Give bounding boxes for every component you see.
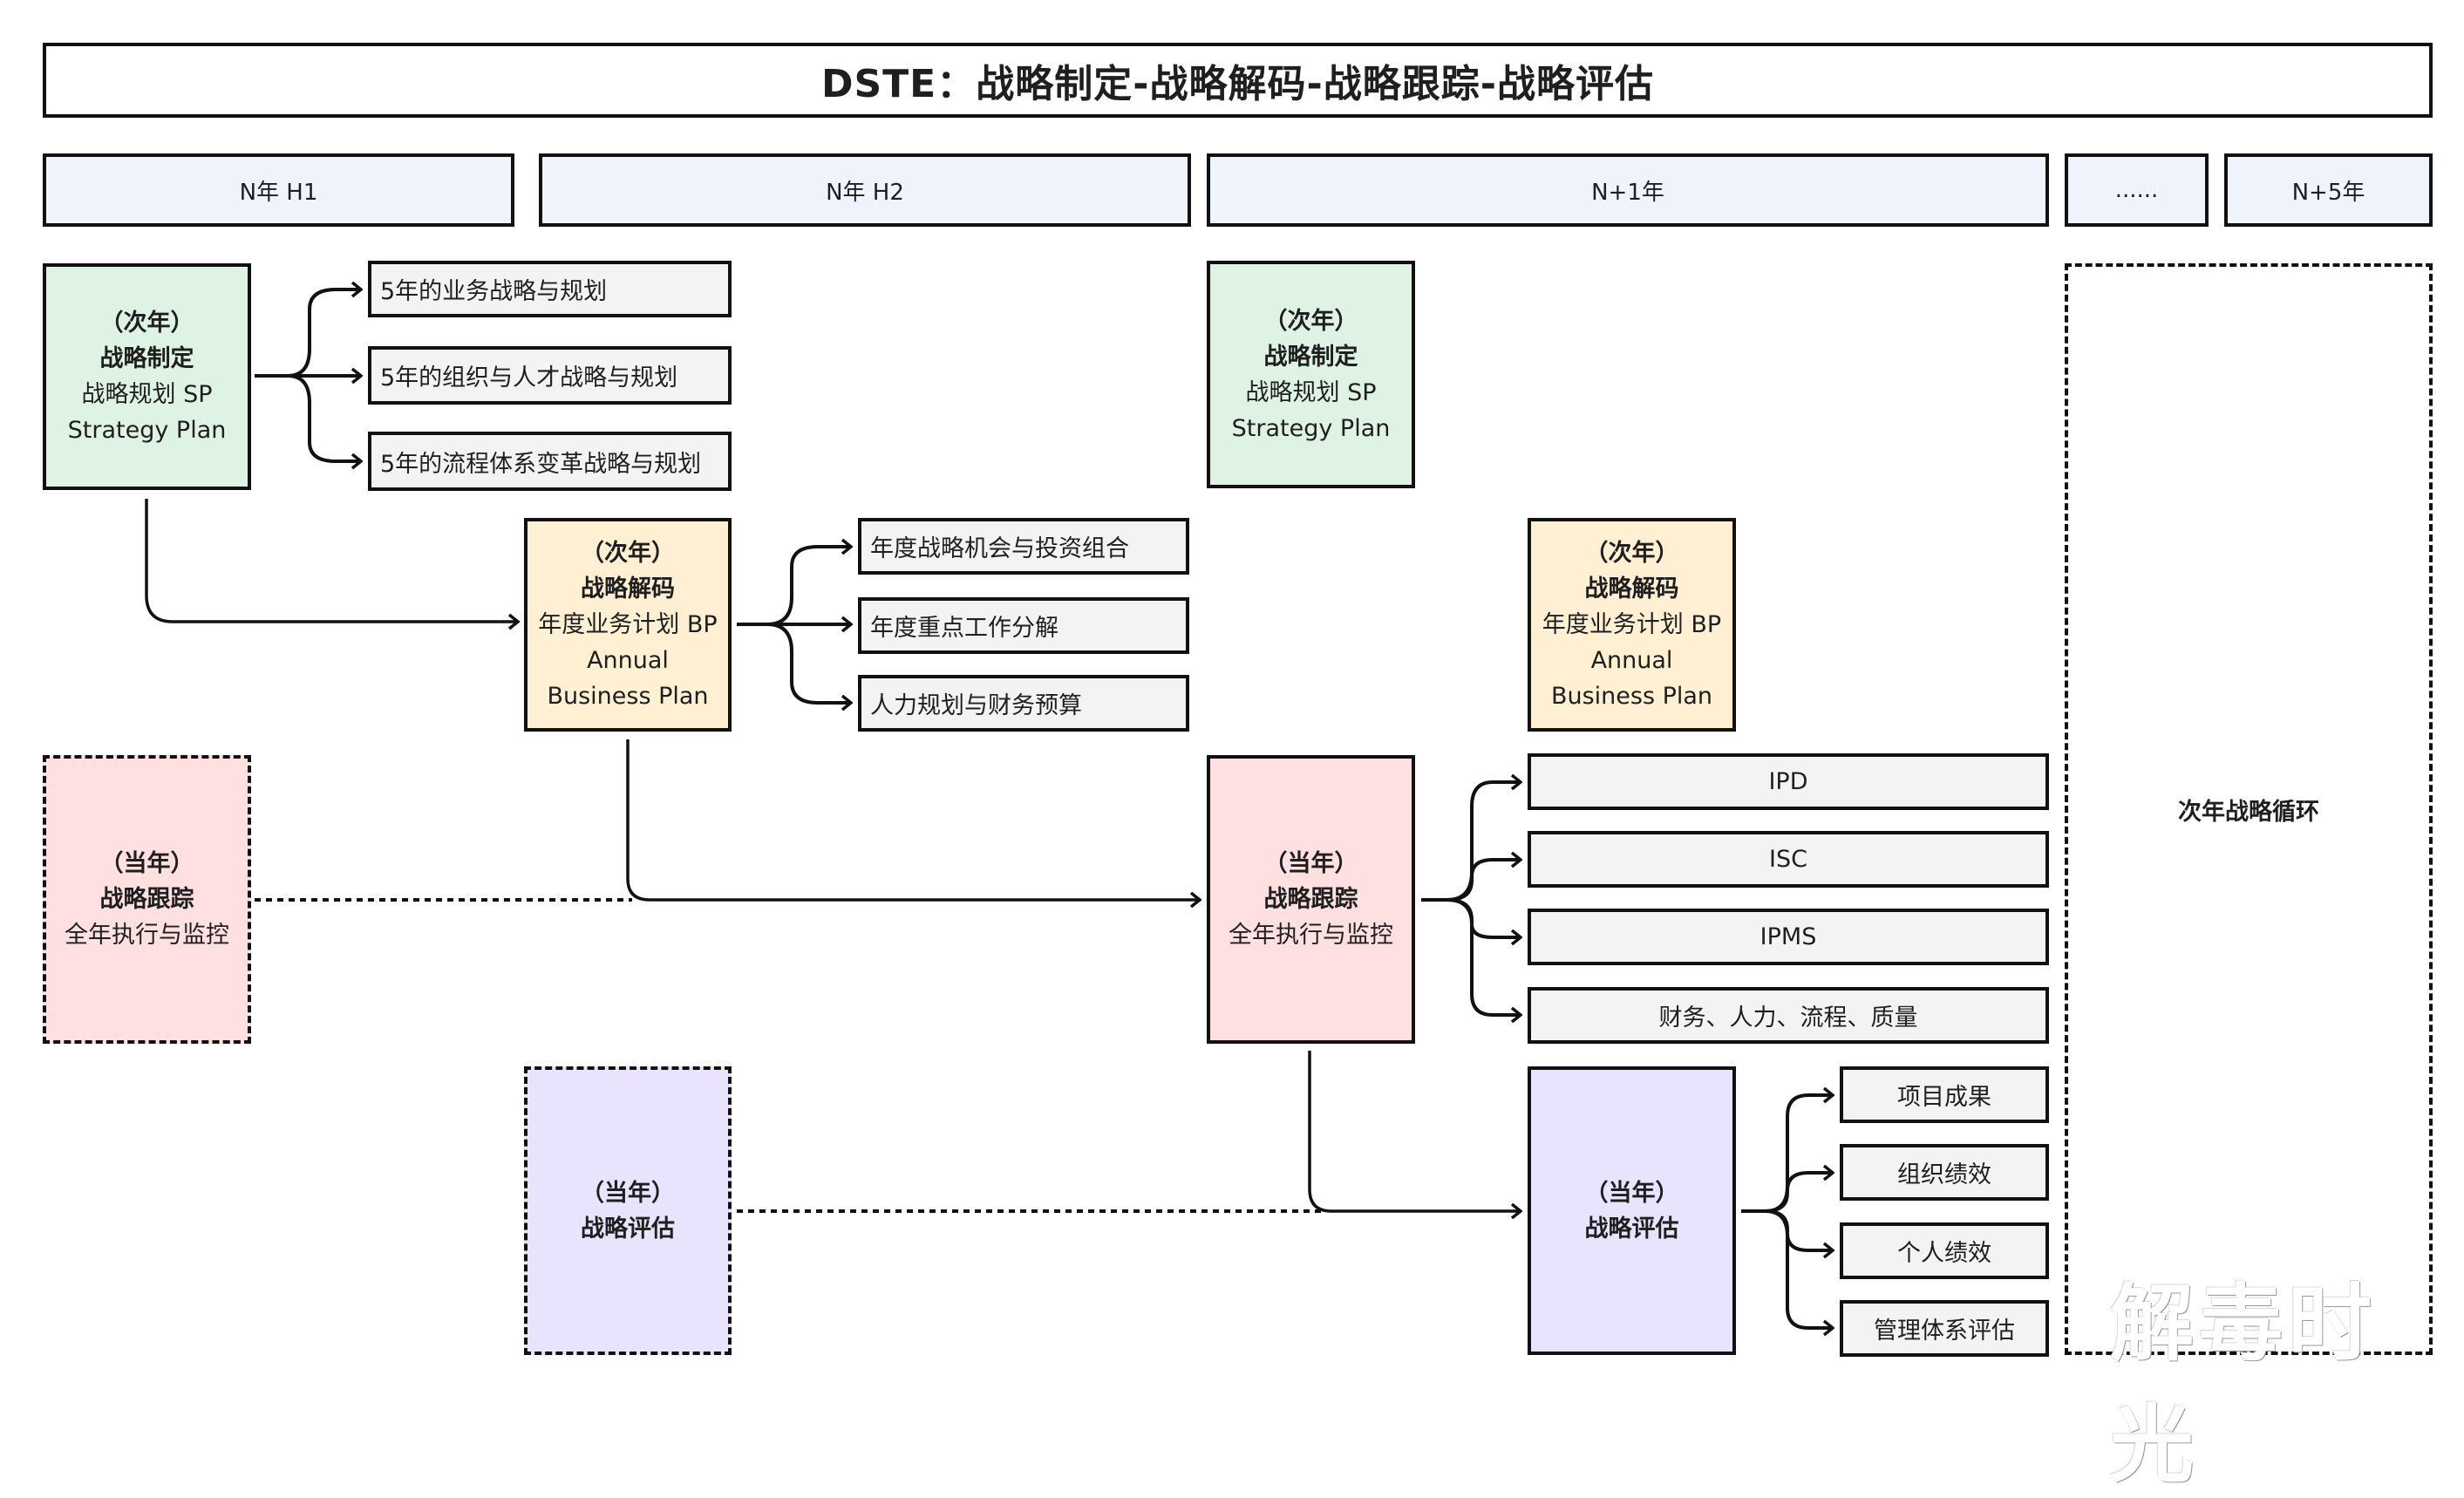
- timeline-n-plus-5: N+5年: [2224, 153, 2433, 227]
- timeline-ellipsis: ......: [2065, 153, 2209, 227]
- diagram-title-box: DSTE：战略制定-战略解码-战略跟踪-战略评估: [43, 43, 2433, 118]
- node-strategy-formulation-n1[interactable]: （次年） 战略制定 战略规划 SP Strategy Plan: [1207, 261, 1415, 488]
- node-line: Strategy Plan: [67, 417, 227, 444]
- brace-sp-items: [255, 289, 361, 461]
- connector-tracking-to-eval: [1308, 1051, 1521, 1211]
- node-strategy-evaluation-n1[interactable]: （当年） 战略评估: [1528, 1066, 1736, 1355]
- sp-item-3[interactable]: 5年的流程体系变革战略与规划: [368, 432, 732, 491]
- timeline-label: N年 H1: [239, 179, 318, 206]
- bp-item-3[interactable]: 人力规划与财务预算: [858, 675, 1189, 732]
- node-strategy-tracking-n1[interactable]: （当年） 战略跟踪 全年执行与监控: [1207, 755, 1415, 1044]
- bp-item-2[interactable]: 年度重点工作分解: [858, 597, 1189, 654]
- node-name: 战略制定: [1263, 343, 1358, 371]
- brace-bp-items: [737, 547, 851, 703]
- connector-sp-to-bp: [145, 499, 518, 622]
- node-name: 战略解码: [1584, 575, 1679, 603]
- watermark: 解毒时光: [2110, 1275, 2377, 1494]
- item-label: 财务、人力、流程、质量: [1658, 1004, 1918, 1032]
- item-label: 人力规划与财务预算: [870, 692, 1082, 719]
- node-strategy-formulation-n[interactable]: （次年） 战略制定 战略规划 SP Strategy Plan: [43, 263, 251, 490]
- next-cycle-label: 次年战略循环: [2178, 798, 2319, 826]
- connector-tracking-item-1: [1446, 782, 1521, 902]
- connector-bp-to-tracking: [626, 739, 1200, 900]
- node-name: 战略制定: [99, 345, 194, 372]
- node-line: Annual: [587, 647, 669, 674]
- node-line: 战略规划 SP: [81, 381, 213, 408]
- connector-eval-item-4: [1765, 1209, 1833, 1328]
- item-label: IPD: [1768, 768, 1808, 795]
- node-strategy-tracking-current[interactable]: （当年） 战略跟踪 全年执行与监控: [43, 755, 251, 1044]
- node-strategy-evaluation-current[interactable]: （当年） 战略评估: [524, 1066, 732, 1355]
- bp-item-1[interactable]: 年度战略机会与投资组合: [858, 518, 1189, 575]
- node-strategy-decoding-n1[interactable]: （次年） 战略解码 年度业务计划 BP Annual Business Plan: [1528, 518, 1736, 732]
- node-tag: （次年）: [1263, 307, 1358, 335]
- node-line: 全年执行与监控: [65, 922, 229, 949]
- brace-tracking-items: [1421, 782, 1521, 1015]
- connector-eval-item-3: [1765, 1209, 1833, 1250]
- sp-item-1[interactable]: 5年的业务战略与规划: [368, 261, 732, 317]
- node-name: 战略评估: [1584, 1215, 1679, 1243]
- connector-bp-item-3: [766, 623, 851, 703]
- item-label: 项目成果: [1897, 1084, 1991, 1111]
- timeline-label: N+5年: [2291, 179, 2365, 206]
- eval-item-management-system[interactable]: 管理体系评估: [1840, 1300, 2049, 1357]
- node-line: Annual: [1590, 647, 1673, 674]
- connector-eval-item-1: [1765, 1095, 1833, 1213]
- timeline-label: N+1年: [1591, 179, 1664, 206]
- node-tag: （次年）: [99, 310, 194, 337]
- item-label: IPMS: [1760, 923, 1817, 950]
- node-line: Business Plan: [1550, 683, 1713, 710]
- tracking-item-functions[interactable]: 财务、人力、流程、质量: [1528, 987, 2049, 1044]
- node-strategy-decoding-n[interactable]: （次年） 战略解码 年度业务计划 BP Annual Business Plan: [524, 518, 732, 732]
- item-label: ISC: [1769, 846, 1807, 873]
- node-line: Business Plan: [547, 683, 709, 710]
- eval-item-individual-performance[interactable]: 个人绩效: [1840, 1222, 2049, 1279]
- connector-bp-item-1: [766, 547, 851, 626]
- connector-sp-item-1: [287, 289, 361, 378]
- timeline-n-h2: N年 H2: [539, 153, 1191, 227]
- next-cycle-region: 次年战略循环: [2065, 263, 2433, 1355]
- timeline-label: N年 H2: [826, 179, 904, 206]
- connector-eval-item-2: [1765, 1173, 1833, 1213]
- item-label: 管理体系评估: [1874, 1318, 2015, 1345]
- item-label: 年度重点工作分解: [870, 615, 1058, 642]
- tracking-item-ipms[interactable]: IPMS: [1528, 909, 2049, 965]
- timeline-n-h1: N年 H1: [43, 153, 514, 227]
- sp-item-2[interactable]: 5年的组织与人才战略与规划: [368, 346, 732, 405]
- node-line: 战略规划 SP: [1245, 378, 1377, 406]
- tracking-item-isc[interactable]: ISC: [1528, 831, 2049, 888]
- timeline-label: ......: [2114, 177, 2159, 203]
- brace-eval-items: [1741, 1095, 1833, 1328]
- item-label: 5年的业务战略与规划: [380, 278, 608, 305]
- tracking-item-ipd[interactable]: IPD: [1528, 753, 2049, 810]
- item-label: 5年的组织与人才战略与规划: [380, 364, 678, 392]
- node-name: 战略解码: [581, 575, 675, 603]
- eval-item-org-performance[interactable]: 组织绩效: [1840, 1144, 2049, 1201]
- node-tag: （次年）: [581, 540, 675, 567]
- node-line: 全年执行与监控: [1229, 922, 1393, 949]
- item-label: 个人绩效: [1897, 1240, 1991, 1267]
- node-line: 年度业务计划 BP: [538, 611, 718, 638]
- node-tag: （次年）: [1584, 540, 1679, 567]
- node-name: 战略跟踪: [99, 886, 194, 913]
- node-name: 战略评估: [581, 1215, 675, 1243]
- item-label: 年度战略机会与投资组合: [870, 535, 1129, 562]
- timeline-n-plus-1: N+1年: [1207, 153, 2049, 227]
- connector-tracking-item-2: [1446, 860, 1521, 902]
- node-line: 年度业务计划 BP: [1542, 611, 1722, 638]
- node-tag: （当年）: [1263, 850, 1358, 877]
- node-tag: （当年）: [581, 1179, 675, 1207]
- item-label: 组织绩效: [1897, 1161, 1991, 1188]
- connector-sp-item-3: [287, 374, 361, 461]
- node-line: Strategy Plan: [1231, 414, 1391, 442]
- connector-tracking-item-4: [1446, 898, 1521, 1015]
- item-label: 5年的流程体系变革战略与规划: [380, 450, 702, 478]
- connector-tracking-item-3: [1446, 898, 1521, 937]
- node-tag: （当年）: [1584, 1179, 1679, 1207]
- diagram-title: DSTE：战略制定-战略解码-战略跟踪-战略评估: [820, 62, 1655, 106]
- node-name: 战略跟踪: [1263, 886, 1358, 913]
- eval-item-project-results[interactable]: 项目成果: [1840, 1066, 2049, 1123]
- node-tag: （当年）: [99, 850, 194, 877]
